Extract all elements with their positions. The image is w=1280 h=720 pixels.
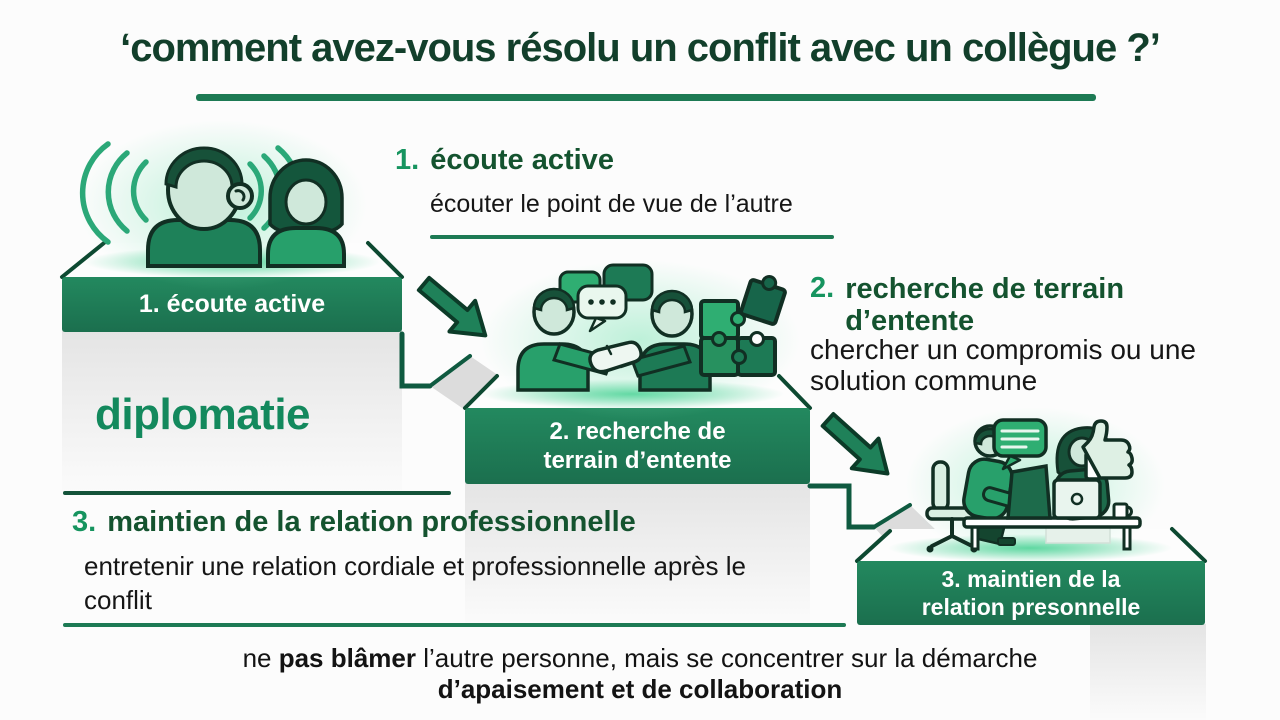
step-2-heading: 2. recherche de terrain d’entente: [810, 272, 1180, 338]
laptop: [1006, 463, 1052, 520]
colleague-face: [284, 178, 328, 226]
step-3-platform-label: 3. maintien de la relation presonnelle: [857, 561, 1205, 625]
step-3-description: entretenir une relation cordiale et prof…: [84, 551, 746, 615]
step-1-platform-text: 1. écoute active: [138, 290, 326, 318]
platform-2-front: [465, 408, 810, 484]
pedestal-1: [62, 330, 402, 492]
title-underline: [196, 94, 1096, 101]
step-3-platform-text-line1: 3. maintien de la: [941, 565, 1121, 592]
step-1-heading-text: écoute active: [430, 144, 614, 176]
laptop: [1052, 478, 1102, 520]
keyword-diplomatie: diplomatie: [95, 390, 311, 439]
step-1-platform-label: 1. écoute active: [62, 277, 402, 332]
pedestal-2: [465, 482, 810, 624]
sound-waves-icon: [79, 141, 149, 245]
arrow-down-right-icon: [416, 275, 488, 338]
speech-bubble-icon: [558, 263, 654, 333]
pedestal-3: [1090, 624, 1206, 720]
page-title: ‘comment avez-vous résolu un conflit ave…: [120, 26, 1161, 70]
keyword-underline: [63, 491, 451, 495]
handshake-illustration: [480, 260, 800, 420]
thumbs-up-icon: [1081, 419, 1134, 481]
step-3-heading-text: maintien de la relation professionnelle: [107, 506, 636, 538]
coffee-cup-icon: [1112, 502, 1133, 520]
step-2-number: 2.: [810, 272, 835, 304]
step-1-number: 1.: [395, 144, 420, 176]
desk-meeting-illustration: [905, 407, 1165, 563]
step-1-heading: 1. écoute active: [395, 146, 614, 175]
ear-icon: [226, 182, 254, 210]
step-1-underline: [430, 235, 834, 239]
footer-line-2: d’apaisement et de collaboration: [437, 673, 843, 704]
step-3-number: 3.: [72, 506, 97, 538]
speech-bubble-icon: [992, 418, 1048, 471]
step-3-underline: [63, 623, 846, 627]
step-2-heading-text: recherche de terrain d’entente: [845, 273, 1125, 337]
step-2-description: chercher un compromis ou une solution co…: [810, 334, 1196, 397]
step-2-platform-label: 2. recherche de terrain d’entente: [465, 408, 810, 484]
colleague-torso: [266, 226, 346, 268]
step-3-heading: 3. maintien de la relation professionnel…: [72, 508, 636, 537]
puzzle-icon: [699, 274, 787, 377]
footer-text: l’autre personne, mais se concentrer sur…: [416, 643, 1038, 673]
step-3-platform-text-line2: relation presonnelle: [921, 594, 1141, 620]
step-1-description: écouter le point de vue de l’autre: [430, 190, 793, 218]
footer-bold-text: pas blâmer: [278, 643, 417, 673]
platform-3-front: [857, 561, 1205, 625]
desk: [962, 516, 1142, 551]
footer-note: ne pas blâmer l’autre personne, mais se …: [0, 643, 1280, 704]
connector-step-1-2: [399, 331, 508, 412]
platform-1-front: [62, 277, 402, 332]
footer-line-1: ne pas blâmer l’autre personne, mais se …: [0, 643, 1280, 674]
footer-text: ne: [242, 643, 279, 673]
step-2-platform-text-line1: 2. recherche de: [549, 417, 726, 445]
listener-torso: [146, 218, 262, 268]
listening-people-illustration: [77, 120, 367, 290]
step-2-platform-text-line2: terrain d’entente: [543, 447, 732, 474]
arrow-down-right-icon: [820, 412, 890, 476]
